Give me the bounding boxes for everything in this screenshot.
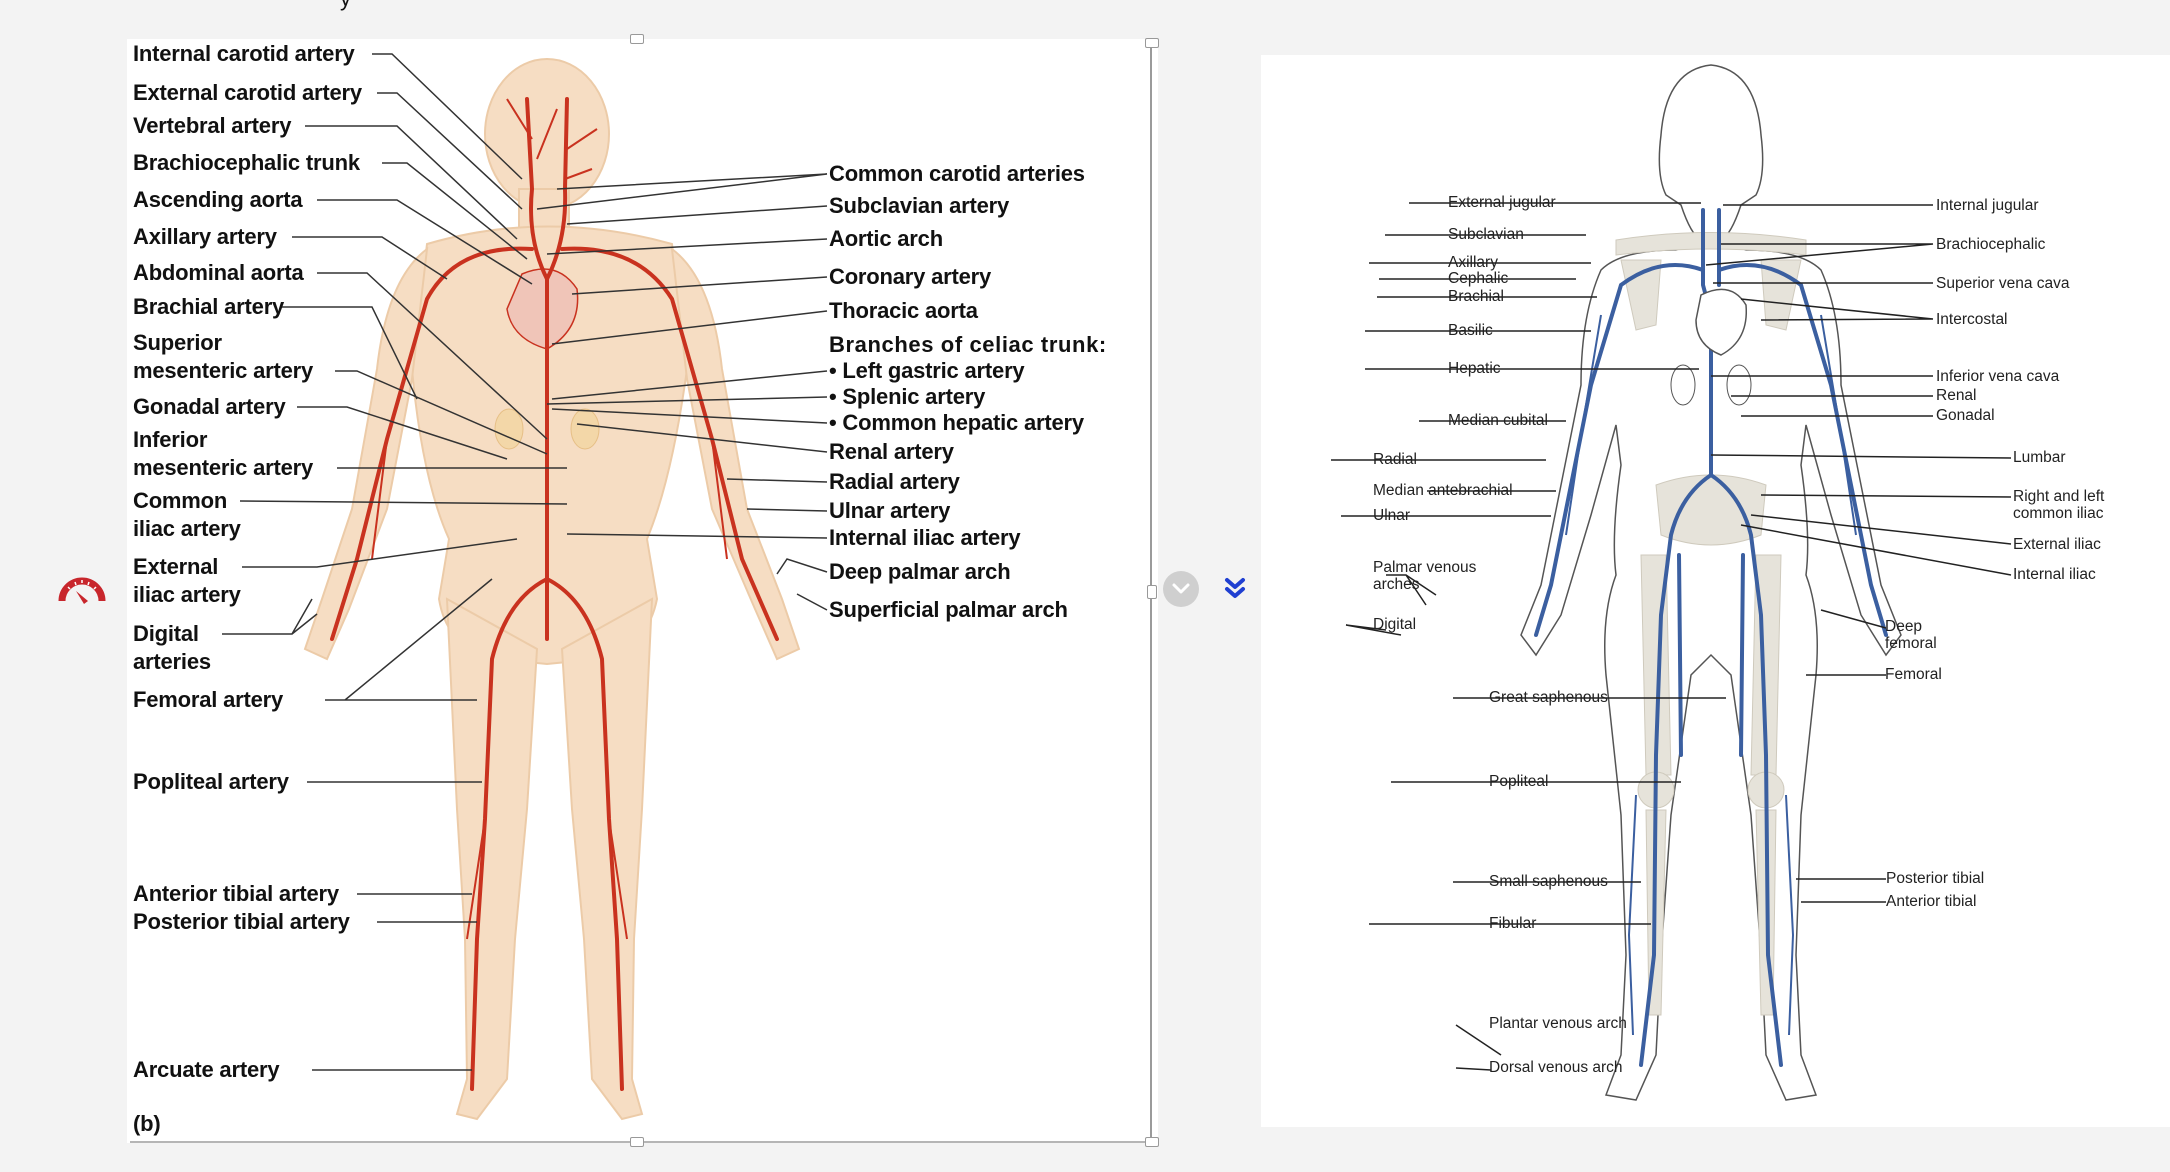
label-brachial-artery: Brachial artery: [133, 294, 285, 319]
panel-letter-b: (b): [133, 1111, 161, 1136]
label-brachiocephalic-trunk: Brachiocephalic trunk: [133, 150, 360, 175]
label-renal: Renal: [1936, 387, 1977, 404]
label-inferior-line1: Inferior: [133, 427, 208, 452]
label-external-jugular: External jugular: [1448, 194, 1556, 211]
label-ulnar-artery: Ulnar artery: [829, 498, 951, 523]
label-common-iliac-artery: iliac artery: [133, 516, 241, 541]
label-external-line1: External: [133, 554, 219, 579]
label-dorsal-venous-arch: Dorsal venous arch: [1489, 1059, 1623, 1076]
label-plantar-venous-arch: Plantar venous arch: [1489, 1015, 1627, 1032]
label-thoracic-aorta: Thoracic aorta: [829, 298, 978, 323]
label-internal-iliac-artery: Internal iliac artery: [829, 525, 1021, 550]
label-left-gastric-artery: • Left gastric artery: [829, 358, 1025, 383]
label-anterior-tibial-artery: Anterior tibial artery: [133, 881, 339, 906]
label-radial-artery: Radial artery: [829, 469, 960, 494]
label-external-iliac-artery: iliac artery: [133, 582, 241, 607]
resize-handle-right[interactable]: [1147, 585, 1157, 599]
label-radial: Radial: [1373, 451, 1417, 468]
label-digital-arteries: arteries: [133, 649, 211, 674]
label-common-line1: Common: [133, 488, 228, 513]
label-abdominal-aorta: Abdominal aorta: [133, 260, 304, 285]
resize-handle-top-right[interactable]: [1145, 38, 1159, 48]
label-lumbar: Lumbar: [2013, 449, 2066, 466]
label-brachial: Brachial: [1448, 288, 1504, 305]
label-small-saphenous: Small saphenous: [1489, 873, 1608, 890]
label-posterior-tibial: Posterior tibial: [1886, 870, 1985, 887]
speedometer-gauge-icon[interactable]: [58, 573, 106, 605]
label-inferior-mesenteric-artery: mesenteric artery: [133, 455, 314, 480]
collapse-button[interactable]: [1163, 571, 1199, 607]
label-palmar-venous-line1: Palmar venous: [1373, 559, 1477, 576]
resize-handle-bottom-right[interactable]: [1145, 1137, 1159, 1147]
label-anterior-tibial: Anterior tibial: [1886, 893, 1977, 910]
venous-system-figure: External jugular Subclavian Axillary Cep…: [1261, 55, 2170, 1127]
label-superior-mesenteric-artery: mesenteric artery: [133, 358, 314, 383]
label-internal-iliac: Internal iliac: [2013, 566, 2096, 583]
label-splenic-artery: • Splenic artery: [829, 384, 986, 409]
label-arcuate-artery: Arcuate artery: [133, 1057, 280, 1082]
arterial-system-figure: Internal carotid artery External carotid…: [127, 39, 1158, 1143]
label-superior-line1: Superior: [133, 330, 222, 355]
label-popliteal-artery: Popliteal artery: [133, 769, 289, 794]
label-internal-carotid-artery: Internal carotid artery: [133, 41, 355, 66]
label-ascending-aorta: Ascending aorta: [133, 187, 303, 212]
heading-branches-of-celiac-trunk: Branches of celiac trunk:: [829, 332, 1107, 357]
label-deep-line1: Deep: [1885, 618, 1923, 635]
label-cephalic: Cephalic: [1448, 270, 1509, 287]
label-axillary-artery: Axillary artery: [133, 224, 277, 249]
label-subclavian: Subclavian: [1448, 226, 1524, 243]
label-intercostal: Intercostal: [1936, 311, 2008, 328]
resize-handle-top[interactable]: [630, 34, 644, 44]
label-superior-vena-cava: Superior vena cava: [1936, 275, 2070, 292]
venous-body-illustration: [1331, 64, 2012, 1101]
label-superficial-palmar-arch: Superficial palmar arch: [829, 597, 1068, 622]
label-gonadal: Gonadal: [1936, 407, 1995, 424]
label-aortic-arch: Aortic arch: [829, 226, 943, 251]
label-median-cubital: Median cubital: [1448, 412, 1548, 429]
label-brachiocephalic: Brachiocephalic: [1936, 236, 2046, 253]
label-common-carotid-arteries: Common carotid arteries: [829, 161, 1085, 186]
label-digital-line1: Digital: [133, 621, 199, 646]
label-internal-jugular: Internal jugular: [1936, 197, 2039, 214]
label-common-hepatic-artery: • Common hepatic artery: [829, 410, 1084, 435]
label-digital: Digital: [1373, 616, 1417, 633]
label-subclavian-artery: Subclavian artery: [829, 193, 1010, 218]
arterial-body-illustration: [222, 53, 828, 1121]
label-basilic: Basilic: [1448, 322, 1493, 339]
label-palmar-venous-arches: arches: [1373, 576, 1420, 593]
label-vertebral-artery: Vertebral artery: [133, 113, 292, 138]
label-inferior-vena-cava: Inferior vena cava: [1936, 368, 2060, 385]
chevron-down-icon: [1172, 583, 1190, 594]
label-renal-artery: Renal artery: [829, 439, 954, 464]
double-chevron-down-icon[interactable]: [1220, 574, 1250, 604]
label-external-iliac: External iliac: [2013, 536, 2101, 553]
label-hepatic: Hepatic: [1448, 360, 1501, 377]
label-femoral-artery: Femoral artery: [133, 687, 284, 712]
label-ulnar: Ulnar: [1373, 507, 1411, 524]
label-fibular: Fibular: [1489, 915, 1537, 932]
label-right-and-left-line1: Right and left: [2013, 488, 2105, 505]
truncated-top-text: y: [340, 0, 351, 12]
label-coronary-artery: Coronary artery: [829, 264, 992, 289]
label-deep-palmar-arch: Deep palmar arch: [829, 559, 1011, 584]
label-common-iliac: common iliac: [2013, 505, 2104, 522]
label-axillary: Axillary: [1448, 254, 1498, 271]
label-external-carotid-artery: External carotid artery: [133, 80, 362, 105]
label-posterior-tibial-artery: Posterior tibial artery: [133, 909, 350, 934]
label-popliteal: Popliteal: [1489, 773, 1549, 790]
label-median-antebrachial: Median antebrachial: [1373, 482, 1513, 499]
label-deep-femoral: femoral: [1885, 635, 1937, 652]
label-great-saphenous: Great saphenous: [1489, 689, 1608, 706]
label-gonadal-artery: Gonadal artery: [133, 394, 286, 419]
resize-handle-bottom[interactable]: [630, 1137, 644, 1147]
label-femoral: Femoral: [1885, 666, 1942, 683]
